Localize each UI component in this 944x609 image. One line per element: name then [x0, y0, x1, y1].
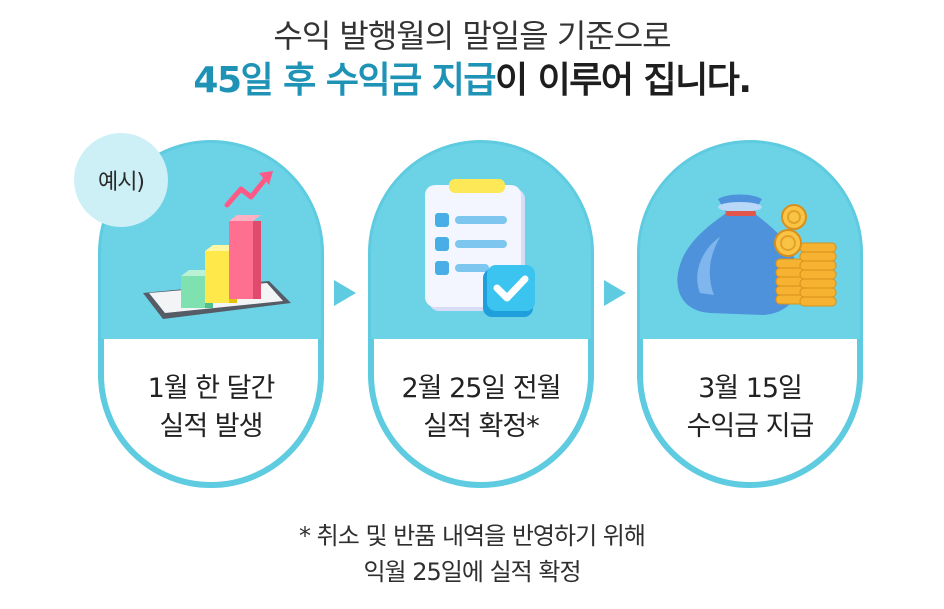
step-label-1: 1월 한 달간 실적 발생: [101, 339, 321, 485]
step-label-2: 2월 25일 전월 실적 확정*: [371, 339, 591, 485]
bar-chart-icon: [143, 171, 291, 319]
checklist-clipboard-icon: [425, 179, 535, 317]
money-bag-coins-icon: [677, 194, 837, 315]
footnote-line2: 익월 25일에 실적 확정: [363, 558, 581, 586]
step-card-1: 1월 한 달간 실적 발생: [98, 140, 324, 488]
heading-highlight: 45일 후 수익금 지급: [193, 60, 496, 101]
footnote: * 취소 및 반품 내역을 반영하기 위해 익월 25일에 실적 확정: [0, 518, 944, 590]
step-card-2: 2월 25일 전월 실적 확정*: [368, 140, 594, 488]
heading-line2: 45일 후 수익금 지급이 이루어 집니다.: [0, 58, 944, 104]
step-3-line2: 수익금 지급: [686, 410, 815, 442]
arrow-right-icon: [334, 280, 356, 306]
heading-line1: 수익 발행월의 말일을 기준으로: [273, 17, 671, 55]
step-2-line1: 2월 25일 전월: [401, 372, 561, 404]
step-card-3: 3월 15일 수익금 지급: [637, 140, 863, 488]
step-2-line2: 실적 확정*: [423, 410, 539, 442]
step-label-3: 3월 15일 수익금 지급: [640, 339, 860, 485]
step-1-line1: 1월 한 달간: [147, 372, 276, 404]
footnote-line1: * 취소 및 반품 내역을 반영하기 위해: [299, 522, 646, 550]
step-3-line1: 3월 15일: [698, 372, 803, 404]
heading: 수익 발행월의 말일을 기준으로 45일 후 수익금 지급이 이루어 집니다.: [0, 14, 944, 104]
example-badge: 예시): [74, 133, 168, 227]
step-1-line2: 실적 발생: [159, 410, 264, 442]
heading-line2-rest: 이 이루어 집니다.: [494, 60, 752, 101]
arrow-right-icon: [604, 280, 626, 306]
